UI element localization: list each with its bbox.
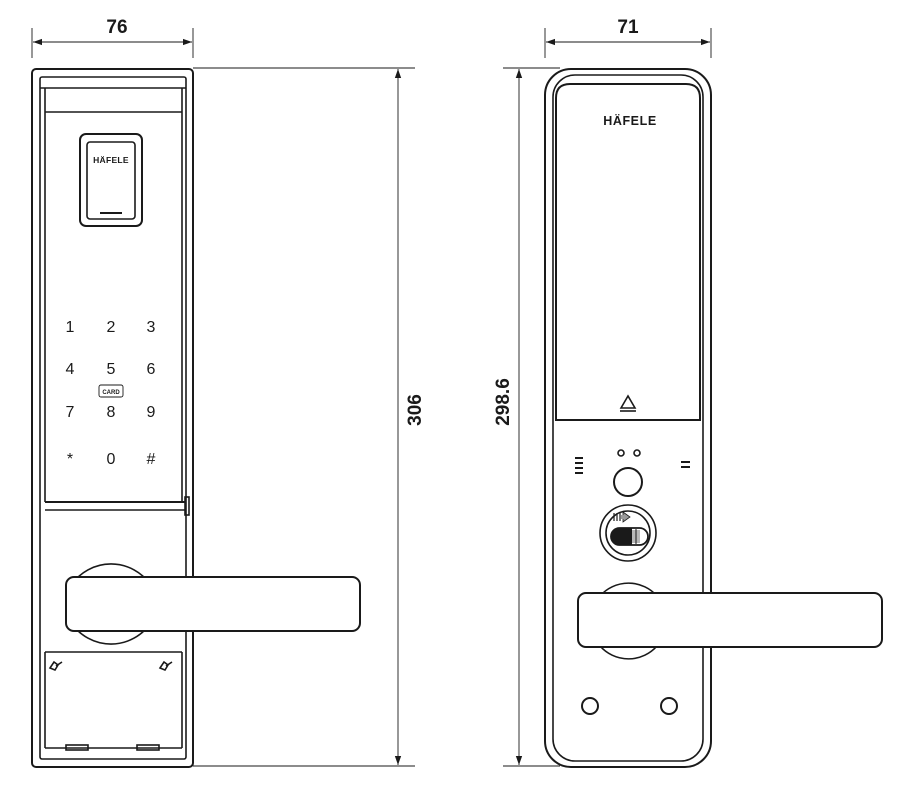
- card-reader-icon: [98, 384, 124, 398]
- key-star: *: [67, 451, 73, 468]
- back-brand-logo: HÄFELE: [603, 113, 657, 128]
- front-inner-frame: [39, 76, 187, 760]
- card-label: CARD: [102, 390, 120, 396]
- dimension-back-width: 71: [544, 17, 712, 58]
- back-lock-view: HÄFELE: [544, 68, 883, 768]
- screw-hole-left: [581, 697, 599, 715]
- status-light-left: [617, 449, 625, 457]
- key-1: 1: [66, 319, 75, 336]
- back-lever-handle: [577, 592, 883, 648]
- slide-arrow-icon: [613, 511, 631, 523]
- battery-clip-left: [48, 660, 63, 671]
- back-outer-body: [544, 68, 712, 768]
- key-7: 7: [66, 404, 75, 421]
- key-6: 6: [147, 361, 156, 378]
- back-inner-body: [552, 74, 704, 762]
- key-0: 0: [107, 451, 116, 468]
- dimension-front-height: 306: [193, 67, 426, 767]
- front-brand-logo: HÄFELE: [93, 155, 129, 165]
- key-4: 4: [66, 361, 75, 378]
- back-width-label: 71: [617, 17, 639, 38]
- thumb-button: [613, 467, 643, 497]
- key-9: 9: [147, 404, 156, 421]
- privacy-switch-ring: [599, 504, 657, 562]
- key-3: 3: [147, 319, 156, 336]
- cover-release-icon: [619, 394, 637, 409]
- keypad: 1 2 3 4 5 6 7 8 9 * 0 #: [66, 319, 156, 468]
- screw-hole-right: [660, 697, 678, 715]
- front-width-label: 76: [106, 17, 127, 38]
- dimension-back-height: 298.6: [493, 67, 560, 767]
- speaker-left: [575, 457, 583, 474]
- battery-cover: [555, 83, 701, 421]
- speaker-right: [681, 461, 690, 468]
- key-2: 2: [107, 319, 116, 336]
- key-8: 8: [107, 404, 116, 421]
- front-lock-view: HÄFELE 1 2 3 4 5 6 7 8 9 * 0 # CARD: [31, 68, 361, 768]
- front-handle-rose: [71, 563, 151, 585]
- battery-clip-right: [158, 660, 173, 671]
- status-light-right: [633, 449, 641, 457]
- fingerprint-window: [79, 133, 143, 227]
- front-height-label: 306: [405, 394, 426, 426]
- key-hash: #: [147, 451, 156, 468]
- back-handle-rose: [599, 582, 658, 597]
- key-5: 5: [107, 361, 116, 378]
- front-lever-handle: [65, 576, 361, 632]
- back-height-label: 298.6: [493, 378, 514, 426]
- dimension-front-width: 76: [31, 17, 194, 58]
